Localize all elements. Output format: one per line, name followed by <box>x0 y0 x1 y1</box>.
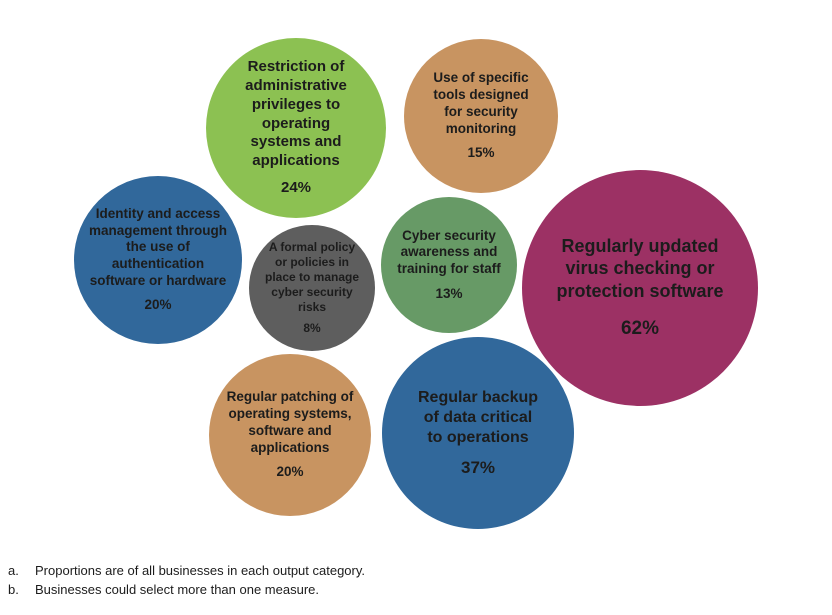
bubble-regular-patching: Regular patching of operating systems, s… <box>209 354 371 516</box>
bubble-value: 13% <box>435 285 463 301</box>
bubble-value: 20% <box>144 297 172 313</box>
bubble-virus-protection-software: Regularly updated virus checking or prot… <box>522 170 758 406</box>
footnote-marker: a. <box>8 563 19 578</box>
bubble-awareness-training: Cyber security awareness and training fo… <box>381 197 517 333</box>
footnote-text: Businesses could select more than one me… <box>35 581 319 597</box>
bubble-data-backup: Regular backup of data critical to opera… <box>382 337 574 529</box>
bubble-value: 15% <box>467 145 495 161</box>
bubble-identity-access-management: Identity and access management through t… <box>74 176 242 344</box>
footnote-b: b. Businesses could select more than one … <box>8 581 365 600</box>
bubble-formal-policy: A formal policy or policies in place to … <box>249 225 375 351</box>
bubble-value: 24% <box>280 179 312 196</box>
footnote-text: Proportions are of all businesses in eac… <box>35 563 366 578</box>
bubble-value: 20% <box>276 464 304 480</box>
footnote-a: a. Proportions are of all businesses in e… <box>8 562 365 581</box>
footnotes: a. Proportions are of all businesses in e… <box>8 562 365 600</box>
bubble-value: 37% <box>460 458 496 478</box>
bubble-label: Identity and access management through t… <box>88 205 227 289</box>
bubble-restriction-admin-privileges: Restriction of administrative privileges… <box>206 38 386 218</box>
bubble-label: Use of specific tools designed for secur… <box>433 70 529 136</box>
footnote-marker: b. <box>8 581 19 597</box>
bubble-label: Cyber security awareness and training fo… <box>397 227 501 277</box>
bubble-label: Regular backup of data critical to opera… <box>417 388 539 446</box>
bubble-label: Restriction of administrative privileges… <box>245 58 347 169</box>
bubble-value: 62% <box>620 318 660 340</box>
bubble-label: Regular patching of operating systems, s… <box>226 389 354 455</box>
bubble-label: Regularly updated virus checking or prot… <box>556 235 724 301</box>
bubble-value: 8% <box>303 321 321 336</box>
bubble-label: A formal policy or policies in place to … <box>264 239 360 314</box>
bubble-security-monitoring-tools: Use of specific tools designed for secur… <box>404 39 558 193</box>
